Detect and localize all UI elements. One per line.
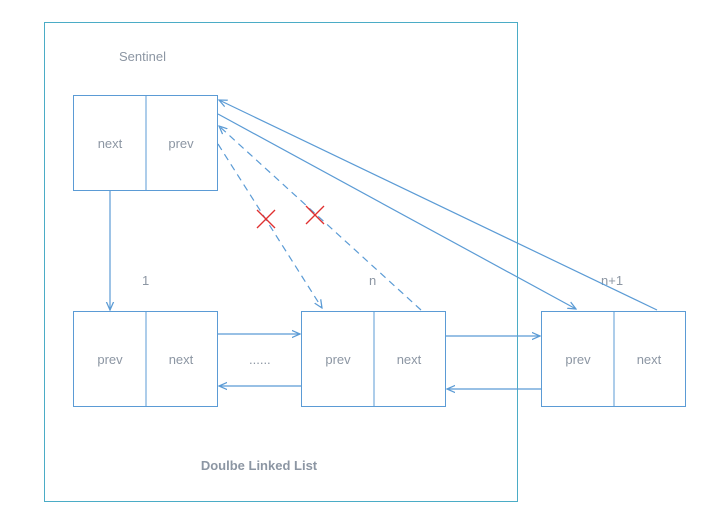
node-n-plus-1-index-label: n+1 [601,273,623,288]
node-n-plus-1-next-cell: next [637,352,662,367]
sentinel-title: Sentinel [119,49,166,64]
node-n-plus-1-next-to-sentinel-arrow [219,100,658,311]
node-1: prev next [73,311,218,407]
node-n-next-cell: next [397,352,422,367]
old-sentinel-prev-to-node-n-dashed-arrow [217,143,322,308]
list-container [44,22,518,502]
sentinel-next-cell: next [98,136,123,151]
ellipsis-label: ...... [249,352,271,367]
sentinel-node: next prev [73,95,218,191]
node-1-index-label: 1 [142,273,149,288]
sentinel-prev-cell: prev [168,136,194,151]
sentinel-prev-to-node-n-plus-1-arrow [217,113,576,309]
node-n-plus-1: prev next [541,311,686,407]
node-n-plus-1-prev-cell: prev [565,352,591,367]
diagram-caption: Doulbe Linked List [201,458,318,473]
node-n: prev next [301,311,446,407]
cross-mark-left [256,209,276,229]
node-n-prev-cell: prev [325,352,351,367]
node-n-index-label: n [369,273,376,288]
cross-mark-right [305,205,325,225]
node-1-next-cell: next [169,352,194,367]
node-1-prev-cell: prev [97,352,123,367]
old-node-n-next-to-sentinel-dashed-arrow [219,126,422,311]
